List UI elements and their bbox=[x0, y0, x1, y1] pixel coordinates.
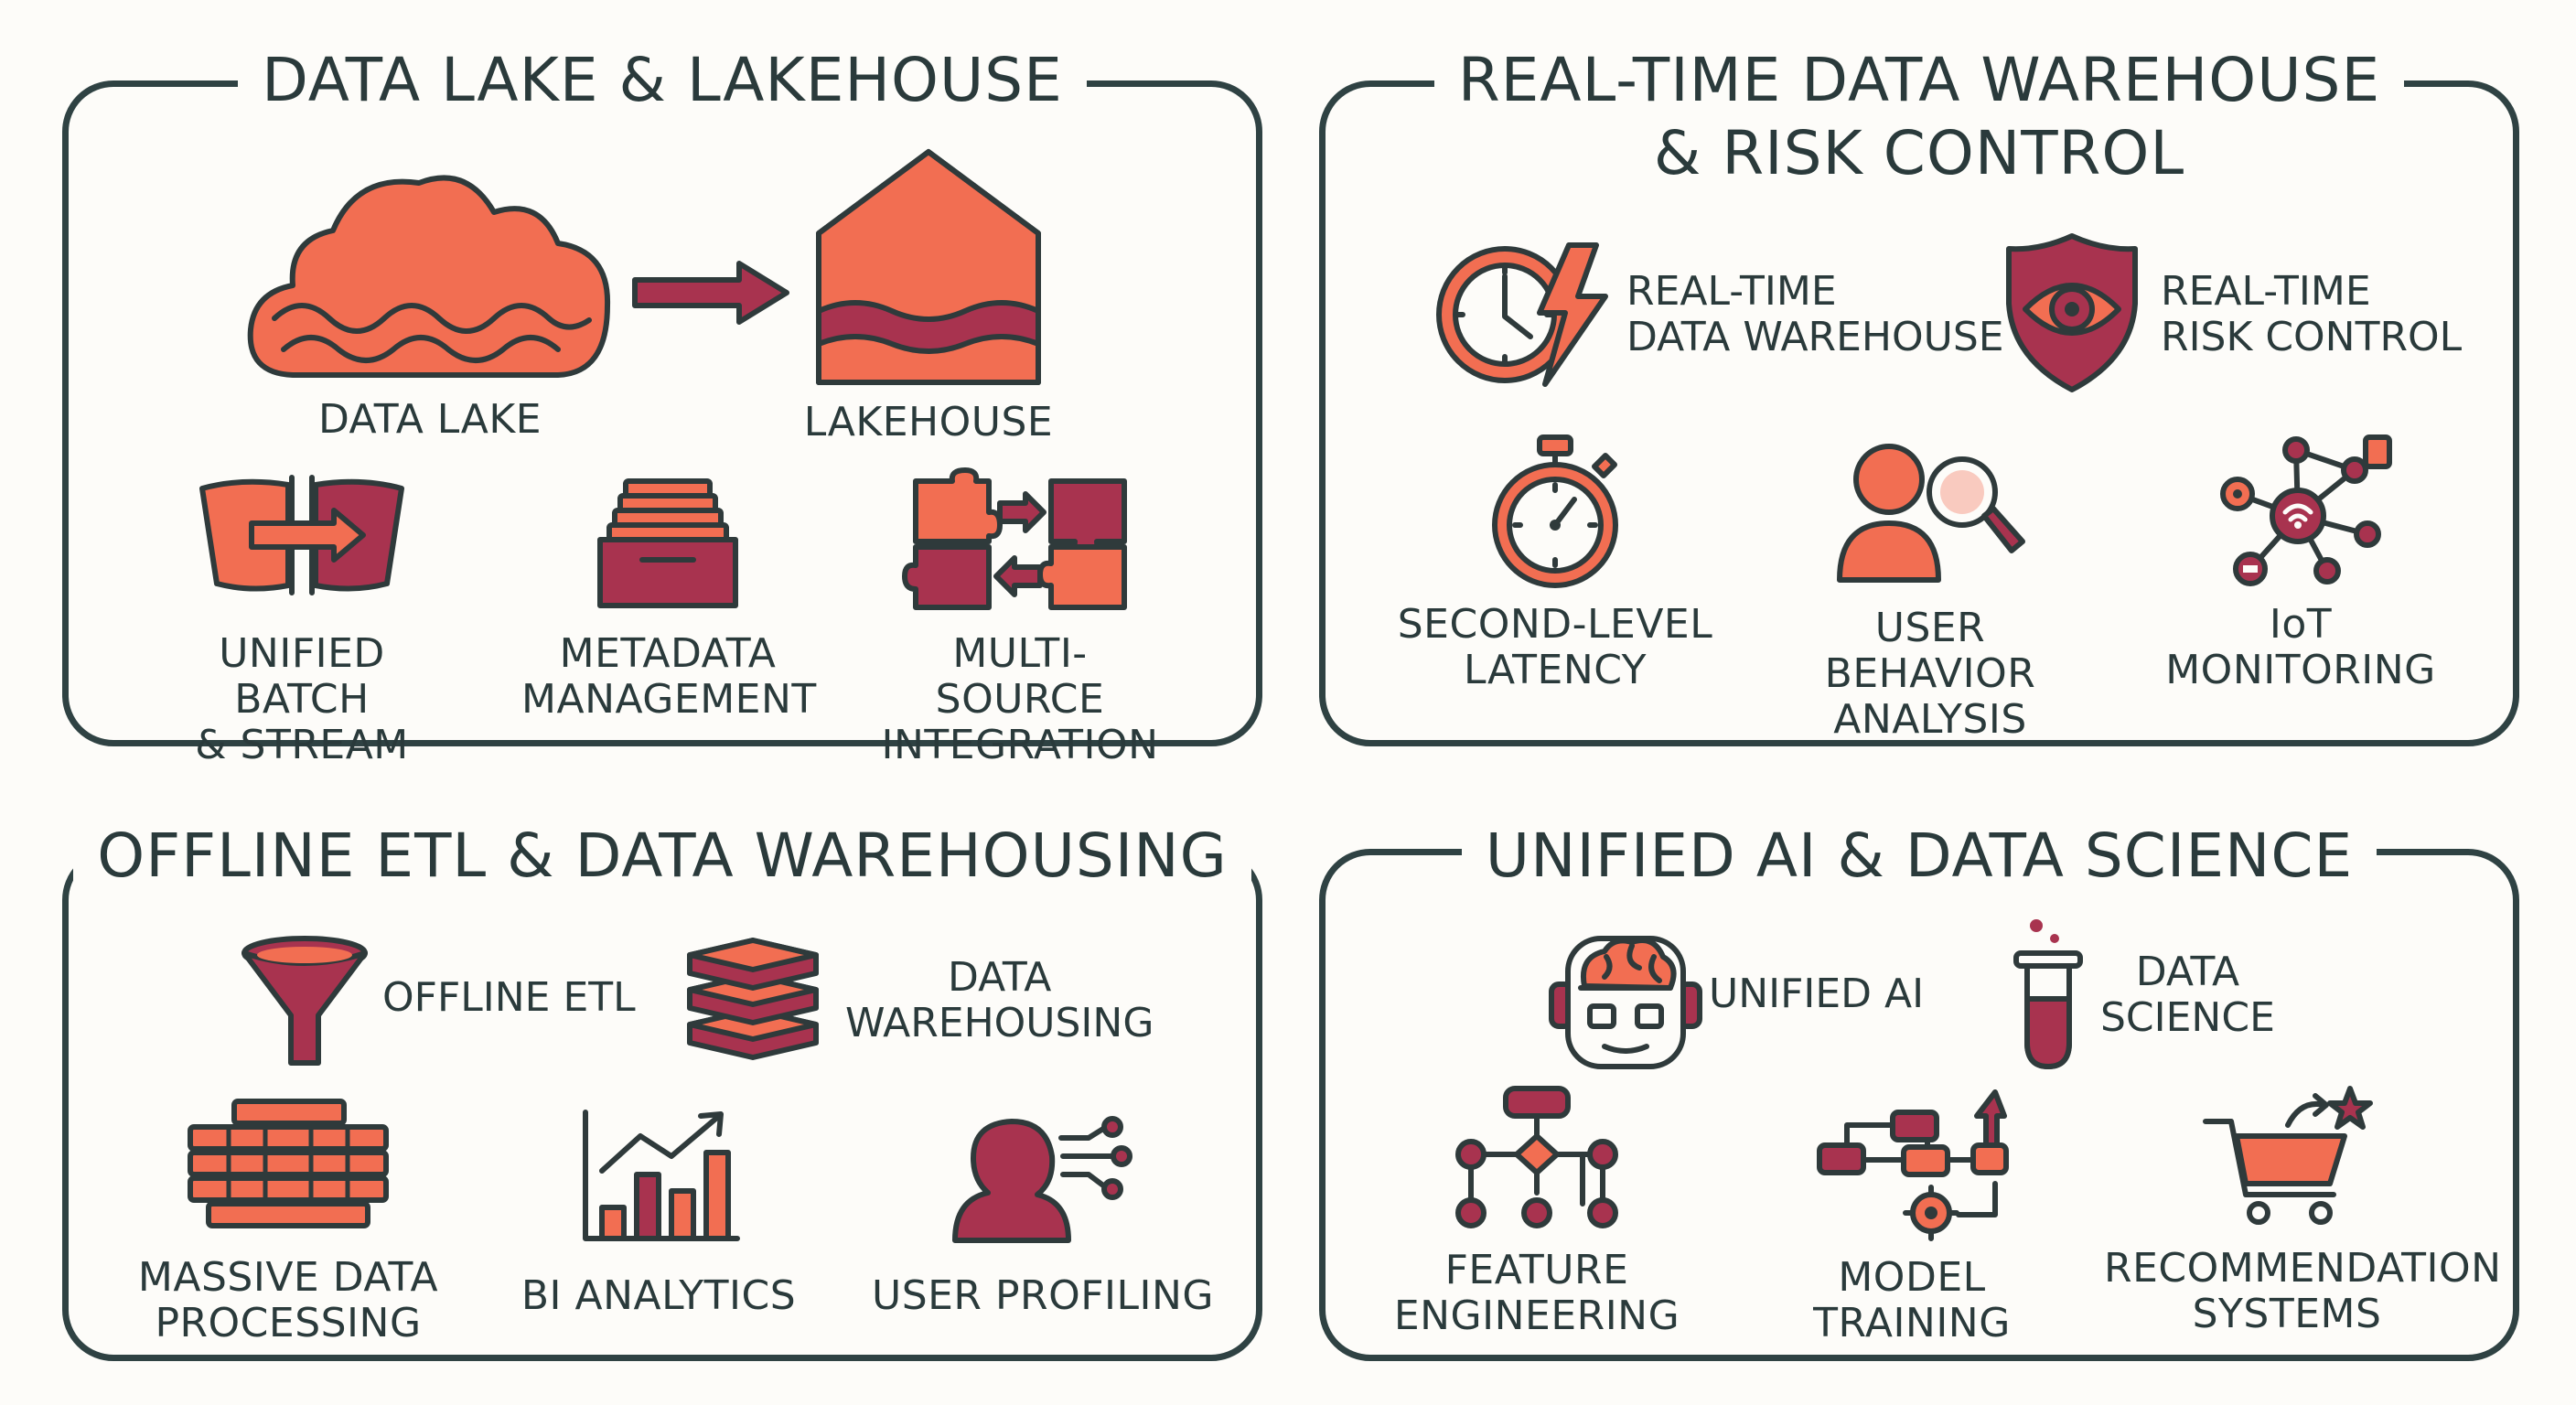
label-massive-data-processing: MASSIVE DATA PROCESSING bbox=[137, 1254, 439, 1346]
label-unified-batch-stream: UNIFIED BATCH & STREAM bbox=[195, 630, 409, 768]
bar-chart-icon bbox=[583, 1110, 740, 1241]
label-offline-etl: OFFLINE ETL bbox=[382, 974, 636, 1021]
layer-stack-icon bbox=[687, 938, 819, 1060]
item-model-training: MODEL TRAINING bbox=[1747, 1089, 2077, 1346]
clock-lightning-icon bbox=[1436, 242, 1608, 387]
model-pipeline-icon bbox=[1817, 1089, 2009, 1241]
funnel-icon bbox=[242, 936, 368, 1066]
label-multi-source-integration: MULTI-SOURCE INTEGRATION bbox=[881, 630, 1159, 768]
item-feature-engineering: FEATURE ENGINEERING bbox=[1390, 1085, 1683, 1339]
arrow-right-icon bbox=[632, 261, 789, 325]
item-user-behavior-analysis: USER BEHAVIOR ANALYSIS bbox=[1766, 439, 2095, 743]
flowchart-icon bbox=[1455, 1086, 1618, 1228]
label-second-level-latency: SECOND-LEVEL LATENCY bbox=[1397, 601, 1713, 693]
stopwatch-icon bbox=[1492, 434, 1618, 588]
cart-star-icon bbox=[2203, 1086, 2373, 1225]
user-search-icon bbox=[1837, 444, 2025, 583]
iot-network-icon bbox=[2220, 434, 2392, 586]
label-lakehouse: LAKEHOUSE bbox=[803, 399, 1054, 445]
label-user-behavior-analysis: USER BEHAVIOR ANALYSIS bbox=[1824, 605, 2036, 743]
user-profile-icon bbox=[952, 1116, 1132, 1243]
panel-title-data-lake: DATA LAKE & LAKEHOUSE bbox=[62, 44, 1262, 117]
label-metadata-management: METADATA MANAGEMENT bbox=[521, 630, 817, 723]
shield-eye-icon bbox=[2006, 233, 2138, 392]
label-recommendation-systems: RECOMMENDATION SYSTEMS bbox=[2104, 1245, 2502, 1337]
item-massive-data-processing: MASSIVE DATA PROCESSING bbox=[137, 1098, 439, 1346]
batch-stream-icon bbox=[199, 475, 404, 595]
file-drawer-icon bbox=[597, 478, 738, 608]
label-unified-ai: UNIFIED AI bbox=[1709, 971, 1925, 1017]
item-bi-analytics: BI ANALYTICS bbox=[512, 1107, 805, 1319]
label-real-time-risk-control: REAL-TIME RISK CONTROL bbox=[2161, 268, 2463, 360]
item-iot-monitoring: IoT MONITORING bbox=[2150, 434, 2452, 693]
lakehouse-icon bbox=[816, 149, 1041, 385]
label-data-lake: DATA LAKE bbox=[317, 396, 542, 443]
item-metadata-management: METADATA MANAGEMENT bbox=[521, 476, 817, 723]
label-user-profiling: USER PROFILING bbox=[871, 1272, 1215, 1319]
item-lakehouse: LAKEHOUSE bbox=[787, 146, 1070, 445]
panel-title-unified-ai: UNIFIED AI & DATA SCIENCE bbox=[1319, 820, 2519, 893]
item-recommendation-systems: RECOMMENDATION SYSTEMS bbox=[2104, 1085, 2502, 1337]
puzzle-icon bbox=[902, 467, 1127, 610]
label-data-science: DATA SCIENCE bbox=[2100, 949, 2275, 1041]
item-user-profiling: USER PROFILING bbox=[869, 1116, 1217, 1319]
label-real-time-data-warehouse: REAL-TIME DATA WAREHOUSE bbox=[1626, 268, 2004, 360]
robot-brain-icon bbox=[1549, 936, 1702, 1069]
item-multi-source-integration: MULTI-SOURCE INTEGRATION bbox=[869, 467, 1171, 768]
cloud-waves-icon bbox=[247, 175, 611, 378]
label-data-warehousing: DATA WAREHOUSING bbox=[845, 954, 1154, 1046]
label-model-training: MODEL TRAINING bbox=[1813, 1254, 2011, 1346]
label-iot-monitoring: IoT MONITORING bbox=[2165, 601, 2436, 693]
server-rack-icon bbox=[188, 1099, 389, 1228]
panel-title-real-time: REAL-TIME DATA WAREHOUSE & RISK CONTROL bbox=[1319, 44, 2519, 190]
panel-title-offline-etl: OFFLINE ETL & DATA WAREHOUSING bbox=[62, 820, 1262, 893]
test-tube-icon bbox=[2013, 919, 2083, 1069]
label-bi-analytics: BI ANALYTICS bbox=[521, 1272, 797, 1319]
item-second-level-latency: SECOND-LEVEL LATENCY bbox=[1390, 434, 1720, 693]
label-feature-engineering: FEATURE ENGINEERING bbox=[1393, 1247, 1680, 1339]
item-unified-batch-stream: UNIFIED BATCH & STREAM bbox=[146, 475, 457, 768]
item-data-lake: DATA LAKE bbox=[229, 156, 631, 443]
